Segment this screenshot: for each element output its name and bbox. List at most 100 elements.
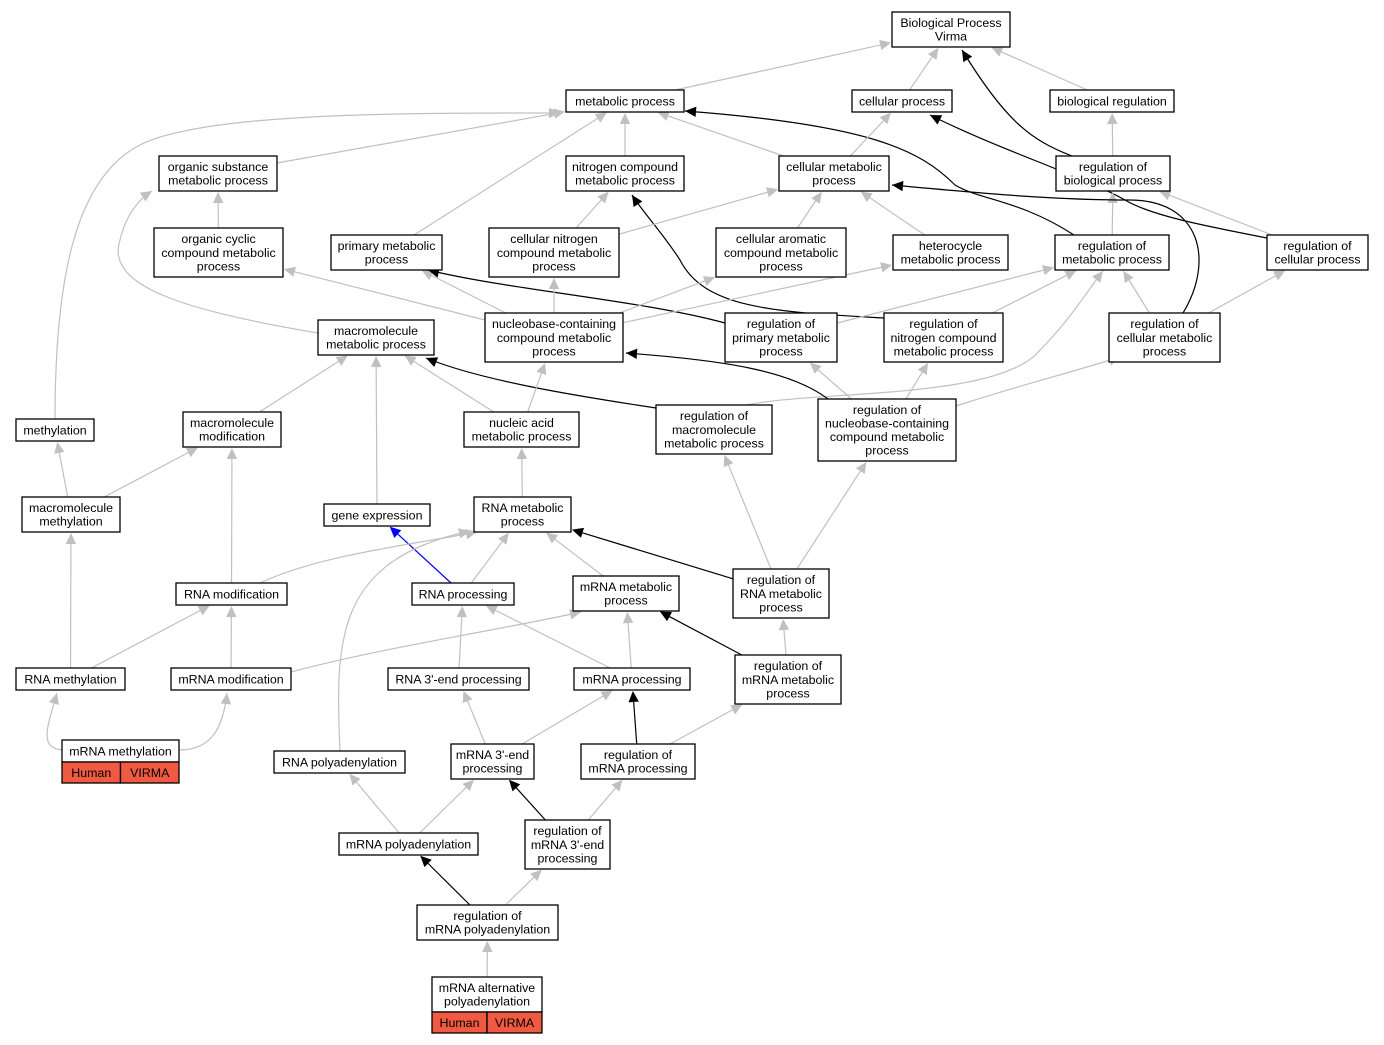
edge-line: [505, 876, 535, 906]
edge-mrna_meth-to-rna_meth: [46, 692, 63, 751]
edge-arrowhead: [723, 454, 734, 468]
go-term-metabolic[interactable]: metabolic process: [565, 89, 685, 113]
node-box: [175, 582, 288, 606]
edge-line: [625, 352, 829, 400]
node-box: [817, 398, 957, 462]
edge-mrna_mod-to-mrna_met: [290, 609, 582, 673]
go-term-mrna_proc[interactable]: mRNA processing: [573, 667, 691, 691]
edge-line: [581, 531, 734, 580]
node-label: regulation of: [754, 659, 823, 673]
edge-macro_meth-to-macro_mod: [103, 447, 198, 498]
go-term-methylation[interactable]: methylation: [15, 418, 95, 442]
edge-line: [515, 786, 546, 821]
edge-reg_polya-to-reg_mrna3: [505, 869, 542, 906]
node-label: process: [532, 344, 575, 358]
edge-line: [553, 538, 604, 577]
node-box: [182, 411, 282, 448]
edge-reg_mrnaproc-to-mrna_proc: [628, 690, 639, 745]
edge-line: [58, 451, 69, 498]
edge-bioreg-to-bp: [991, 47, 1088, 91]
node-label: metabolic process: [168, 174, 268, 188]
edge-line: [425, 357, 657, 409]
edge-line: [413, 117, 599, 236]
go-term-mrna_mod[interactable]: mRNA modification: [170, 667, 292, 691]
edge-rna_proc-to-gene_expr: [389, 526, 452, 584]
node-box: [1054, 234, 1170, 271]
node-label: process: [759, 344, 802, 358]
node-box: [580, 743, 696, 780]
go-term-rna_meth[interactable]: RNA methylation: [15, 667, 126, 691]
edge-arrowhead: [809, 362, 822, 374]
node-label: heterocycle: [919, 239, 982, 253]
node-box: [1055, 155, 1171, 192]
node-box: [317, 319, 435, 356]
edge-line: [587, 786, 617, 821]
edge-alt_polya-to-reg_polya: [482, 941, 493, 978]
node-box: [158, 155, 278, 192]
node-label: compound metabolic: [830, 430, 944, 444]
go-term-rna_mod[interactable]: RNA modification: [175, 582, 288, 606]
node-box: [655, 404, 773, 455]
edge-arrowhead: [482, 941, 493, 953]
go-term-mrna_polya[interactable]: mRNA polyadenylation: [338, 832, 479, 856]
node-label: nucleobase-containing: [825, 417, 949, 431]
node-label: process: [604, 594, 647, 608]
edge-line: [117, 190, 319, 334]
edge-line: [675, 44, 882, 91]
edge-line: [103, 451, 190, 498]
node-label: metabolic process: [472, 430, 572, 444]
go-term-rna_polya[interactable]: RNA polyadenylation: [273, 750, 406, 774]
tag-virma: [486, 1011, 543, 1034]
node-label: process: [501, 515, 544, 529]
go-term-rna3[interactable]: RNA 3'-end processing: [387, 667, 530, 691]
edge-arrowhead: [421, 270, 435, 281]
go-term-bioreg[interactable]: biological regulation: [1049, 89, 1175, 113]
go-term-gene_expr[interactable]: gene expression: [323, 503, 431, 527]
node-box: [463, 411, 580, 448]
edge-line: [991, 274, 1068, 314]
go-term-rna_proc[interactable]: RNA processing: [411, 582, 515, 606]
go-term-reg_nucleo[interactable]: regulation ofnucleobase-containingcompou…: [817, 398, 957, 462]
edge-reg_mrnamet-to-mrna_met: [659, 611, 743, 656]
edge-arrowhead: [508, 779, 521, 792]
go-term-cellular[interactable]: cellular process: [851, 89, 953, 113]
node-box: [21, 496, 121, 533]
edge-line: [466, 699, 486, 745]
node-box: [734, 654, 842, 705]
edge-arrowhead: [197, 605, 210, 616]
edge-line: [1000, 50, 1088, 91]
node-label: metabolic process: [894, 344, 994, 358]
edge-reg_met-to-metabolic: [684, 106, 1075, 236]
